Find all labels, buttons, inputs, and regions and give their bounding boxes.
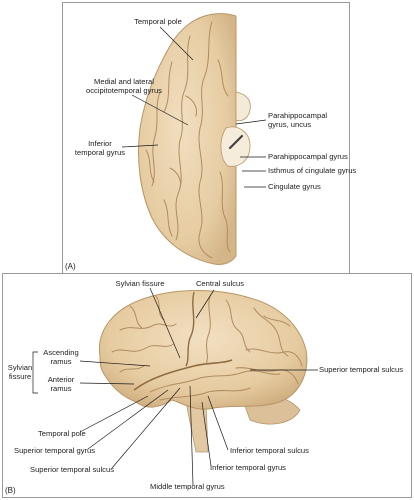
- label-middle-temporal-gyrus: Middle temporal gyrus: [150, 482, 225, 491]
- label-inferior-temporal-gyrus-a: Inferior temporal gyrus: [74, 139, 126, 157]
- label-superior-temporal-sulcus-bottom: Superior temporal sulcus: [30, 465, 114, 474]
- label-superior-temporal-sulcus-right: Superior temporal sulcus: [319, 365, 403, 374]
- label-cingulate-gyrus: Cingulate gyrus: [268, 182, 321, 191]
- panel-b-brain: [98, 290, 308, 453]
- panel-b-letter: (B): [5, 486, 16, 495]
- label-sylvian-fissure-top: Sylvian fissure: [115, 279, 165, 288]
- label-temporal-pole-a: Temporal pole: [134, 17, 182, 26]
- label-anterior-ramus: Anterior ramus: [47, 375, 75, 393]
- label-parahippocampal-gyrus: Parahippocampal gyrus: [268, 152, 348, 161]
- label-parahippocampal-gyrus-uncus: Parahippocampal gyrus, uncus: [268, 111, 328, 129]
- label-sylvian-fissure-left: Sylvian fissure: [7, 363, 33, 381]
- label-isthmus-of-cingulate-gyrus: Isthmus of cingulate gyrus: [268, 166, 357, 175]
- panel-a-hemisphere: [138, 13, 251, 265]
- label-inferior-temporal-gyrus-b: Inferior temporal gyrus: [210, 463, 286, 472]
- panel-a-leader-lines: [121, 26, 267, 188]
- panel-b-leader-lines: [32, 287, 318, 486]
- label-ascending-ramus: Ascending ramus: [43, 348, 79, 366]
- label-central-sulcus: Central sulcus: [195, 279, 245, 288]
- label-temporal-pole-b: Temporal pole: [38, 429, 86, 438]
- label-inferior-temporal-sulcus: Inferior temporal sulcus: [230, 446, 309, 455]
- panel-a-letter: (A): [65, 262, 76, 271]
- label-medial-lateral-occipitotemporal-gyrus: Medial and lateral occipitotemporal gyru…: [86, 77, 162, 95]
- label-superior-temporal-gyrus: Superior temporal gyrus: [14, 446, 96, 455]
